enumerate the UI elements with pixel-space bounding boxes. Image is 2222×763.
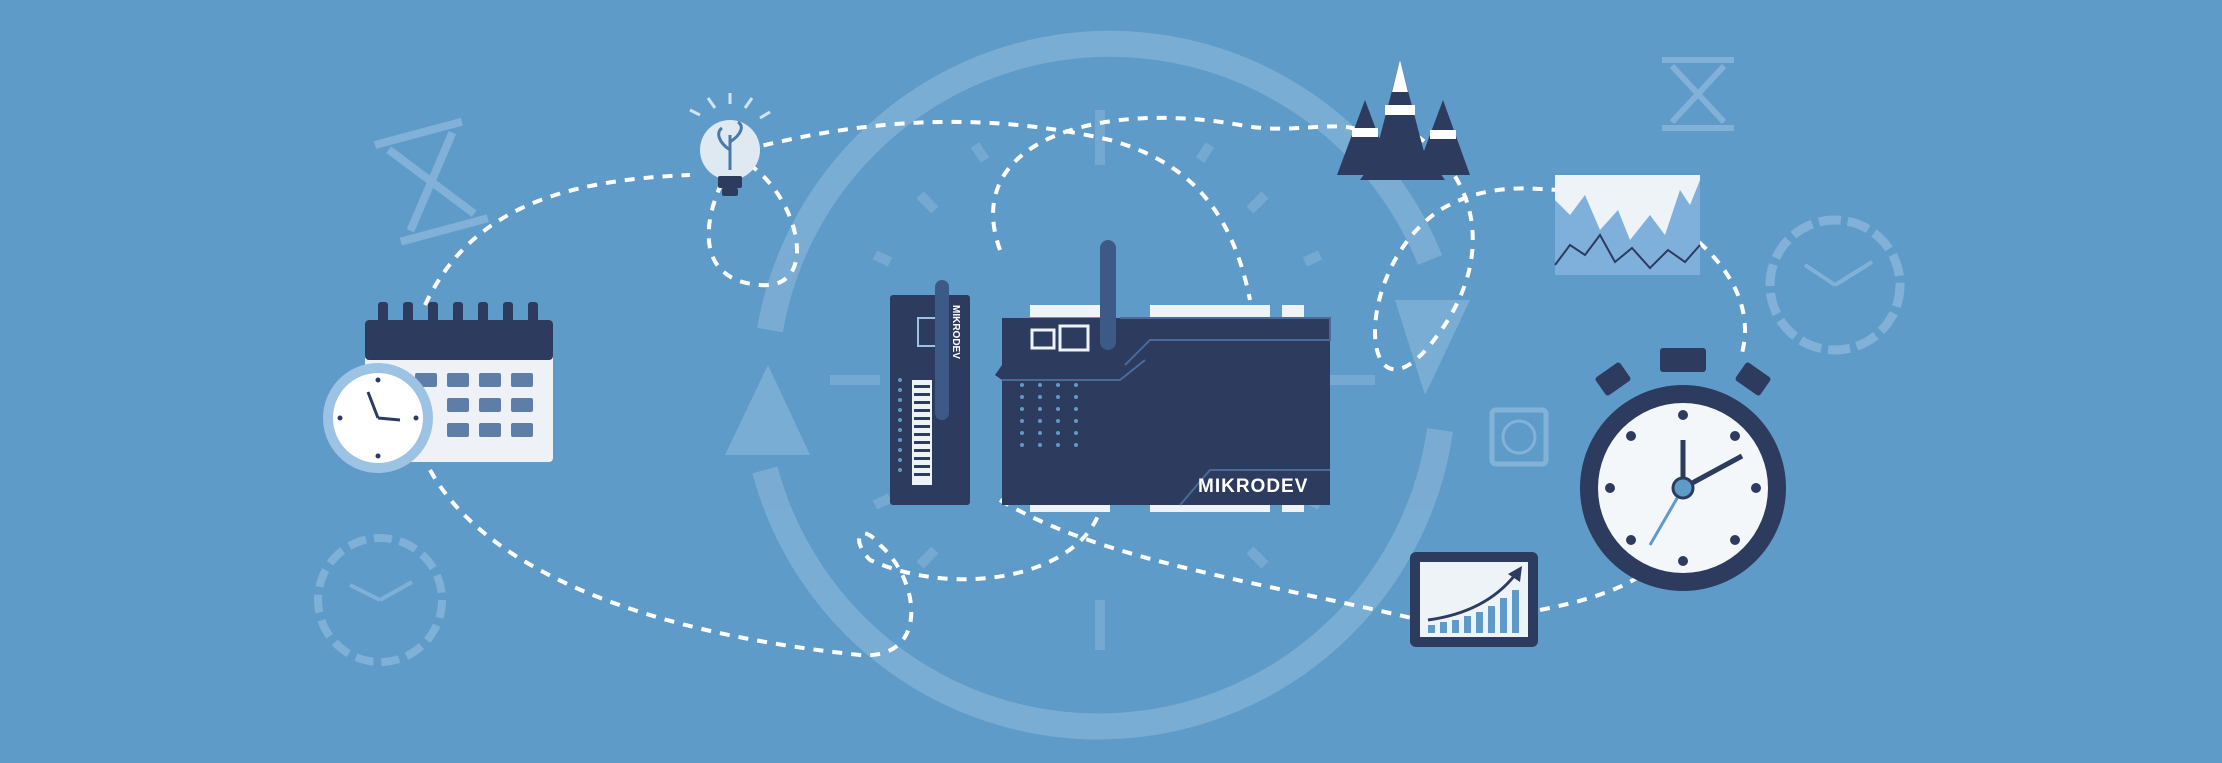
io-module-icon: MIKRODEV — [890, 280, 970, 505]
stopwatch-icon — [1580, 348, 1786, 591]
cycle-arrow-heads — [725, 300, 1470, 455]
plc-brand-logo: MIKRODEV — [1198, 476, 1308, 497]
plc-led-grid — [1020, 383, 1078, 447]
lightbulb-icon — [689, 93, 771, 196]
wall-clock-icon — [314, 534, 446, 666]
io-module-brand: MIKRODEV — [950, 305, 961, 359]
wall-clock-icon-right — [1765, 215, 1905, 355]
area-chart-icon — [1554, 175, 1701, 275]
mountains-icon — [1337, 60, 1470, 180]
growth-chart-tablet-icon — [1410, 552, 1538, 647]
calendar-clock-icon — [323, 363, 433, 473]
plc-device-icon: MIKRODEV — [995, 240, 1331, 512]
hourglass-icon — [373, 117, 489, 246]
hourglass-icon-right — [1662, 57, 1734, 131]
timer-square-icon — [1489, 407, 1549, 467]
